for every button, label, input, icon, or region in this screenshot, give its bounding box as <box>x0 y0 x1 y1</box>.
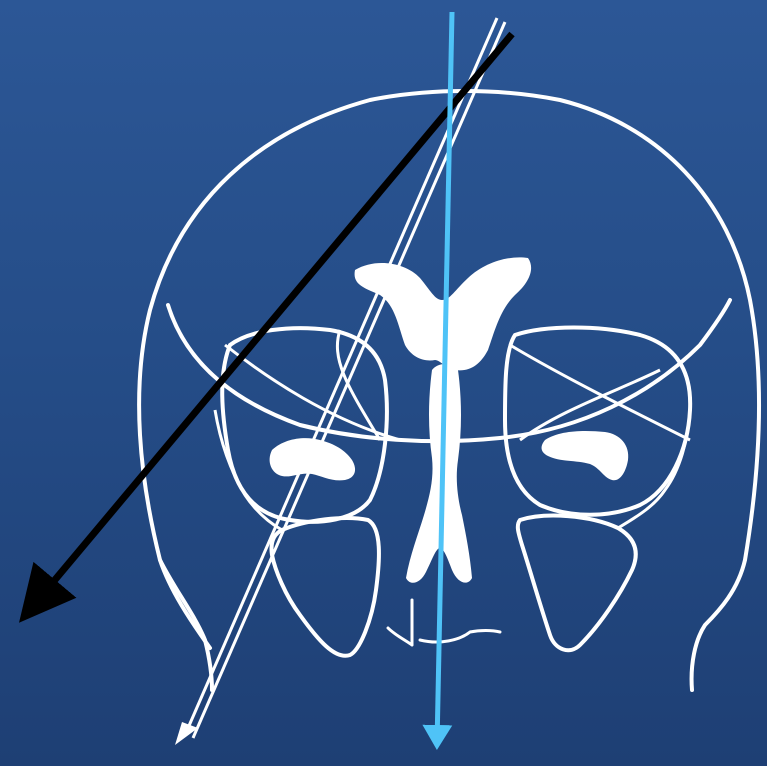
maxillary-sinus-icon <box>518 516 636 651</box>
nasal-cavity-icon <box>388 600 500 645</box>
orbit-crossline <box>337 330 380 440</box>
orbit-crossline <box>225 345 400 440</box>
orbit-icon <box>505 328 690 515</box>
maxillary-sinus-icon <box>271 518 378 656</box>
ethmoid-cell-icon <box>542 431 629 480</box>
orbit-crossline <box>510 345 690 440</box>
